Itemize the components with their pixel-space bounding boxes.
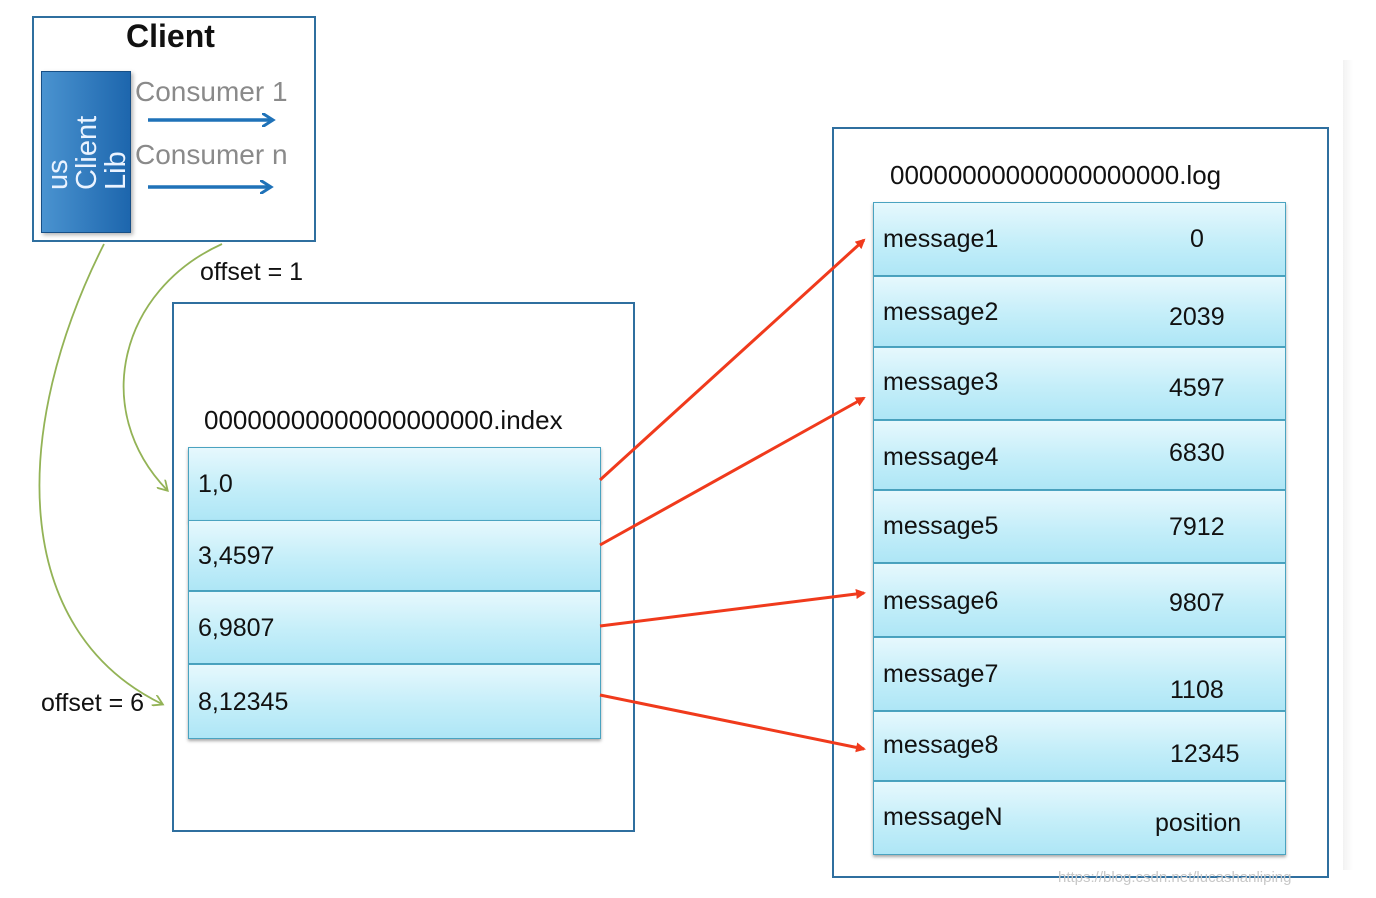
log-row: messageN position: [873, 781, 1286, 855]
index-entry: 8,12345: [188, 664, 601, 739]
offset-6-label: offset = 6: [41, 689, 145, 717]
log-row: message2 2039: [873, 276, 1286, 347]
offset-6-curve: [38, 243, 162, 704]
client-lib-line-3: Lib: [100, 151, 132, 190]
client-lib-label: us Client Lib: [42, 115, 132, 190]
log-row-position: 7912: [1169, 513, 1225, 541]
log-row-position: 4597: [1169, 374, 1225, 402]
index-entry: 3,4597: [188, 520, 601, 591]
log-row-message: message4: [883, 443, 999, 471]
log-row: message8 12345: [873, 711, 1286, 781]
log-row-message: message1: [883, 225, 999, 253]
log-row-position: 9807: [1169, 589, 1225, 617]
log-row: message4 6830: [873, 420, 1286, 490]
index-entry-text: 1,0: [198, 470, 233, 498]
index-entry-text: 3,4597: [198, 542, 275, 570]
log-row-position: position: [1155, 809, 1242, 837]
index-entry: 1,0: [188, 447, 601, 521]
log-file-name: 00000000000000000000.log: [890, 160, 1222, 190]
pointer-arrow-4: [599, 693, 866, 753]
index-entry-text: 8,12345: [198, 688, 289, 716]
log-row-message: message6: [883, 587, 999, 615]
log-row-message: message3: [883, 368, 999, 396]
index-entry: 6,9807: [188, 591, 601, 664]
log-row: message7 1108: [873, 637, 1286, 711]
log-row: message3 4597: [873, 347, 1286, 420]
log-row-position: 2039: [1169, 303, 1225, 331]
offset-1-label: offset = 1: [200, 258, 304, 286]
watermark: https://blog.csdn.net/lucashanliping: [1058, 869, 1292, 886]
log-row: message1 0: [873, 202, 1286, 276]
log-row-message: message7: [883, 660, 999, 688]
client-lib-block: [41, 71, 131, 233]
index-file-name: 00000000000000000000.index: [204, 405, 563, 435]
log-row-message: messageN: [883, 803, 1003, 831]
log-row: message6 9807: [873, 563, 1286, 637]
log-row-position: 6830: [1169, 439, 1225, 467]
pointer-arrow-1: [598, 238, 866, 482]
index-entry-text: 6,9807: [198, 614, 275, 642]
client-lib-line-2: Client: [71, 115, 103, 190]
consumer-n-label: Consumer n: [135, 139, 288, 170]
pointer-arrow-2: [599, 396, 866, 547]
page-shadow: [1343, 60, 1353, 870]
log-row-position: 12345: [1170, 740, 1240, 768]
pointer-arrow-3: [599, 589, 866, 628]
client-lib-line-1: us: [42, 159, 74, 190]
log-row-message: message5: [883, 512, 999, 540]
log-row-position: 0: [1190, 225, 1204, 253]
log-row-position: 1108: [1170, 676, 1224, 704]
client-title: Client: [126, 18, 215, 54]
log-row-message: message8: [883, 731, 999, 759]
log-row: message5 7912: [873, 490, 1286, 563]
consumer-1-label: Consumer 1: [135, 76, 288, 107]
log-row-message: message2: [883, 298, 999, 326]
